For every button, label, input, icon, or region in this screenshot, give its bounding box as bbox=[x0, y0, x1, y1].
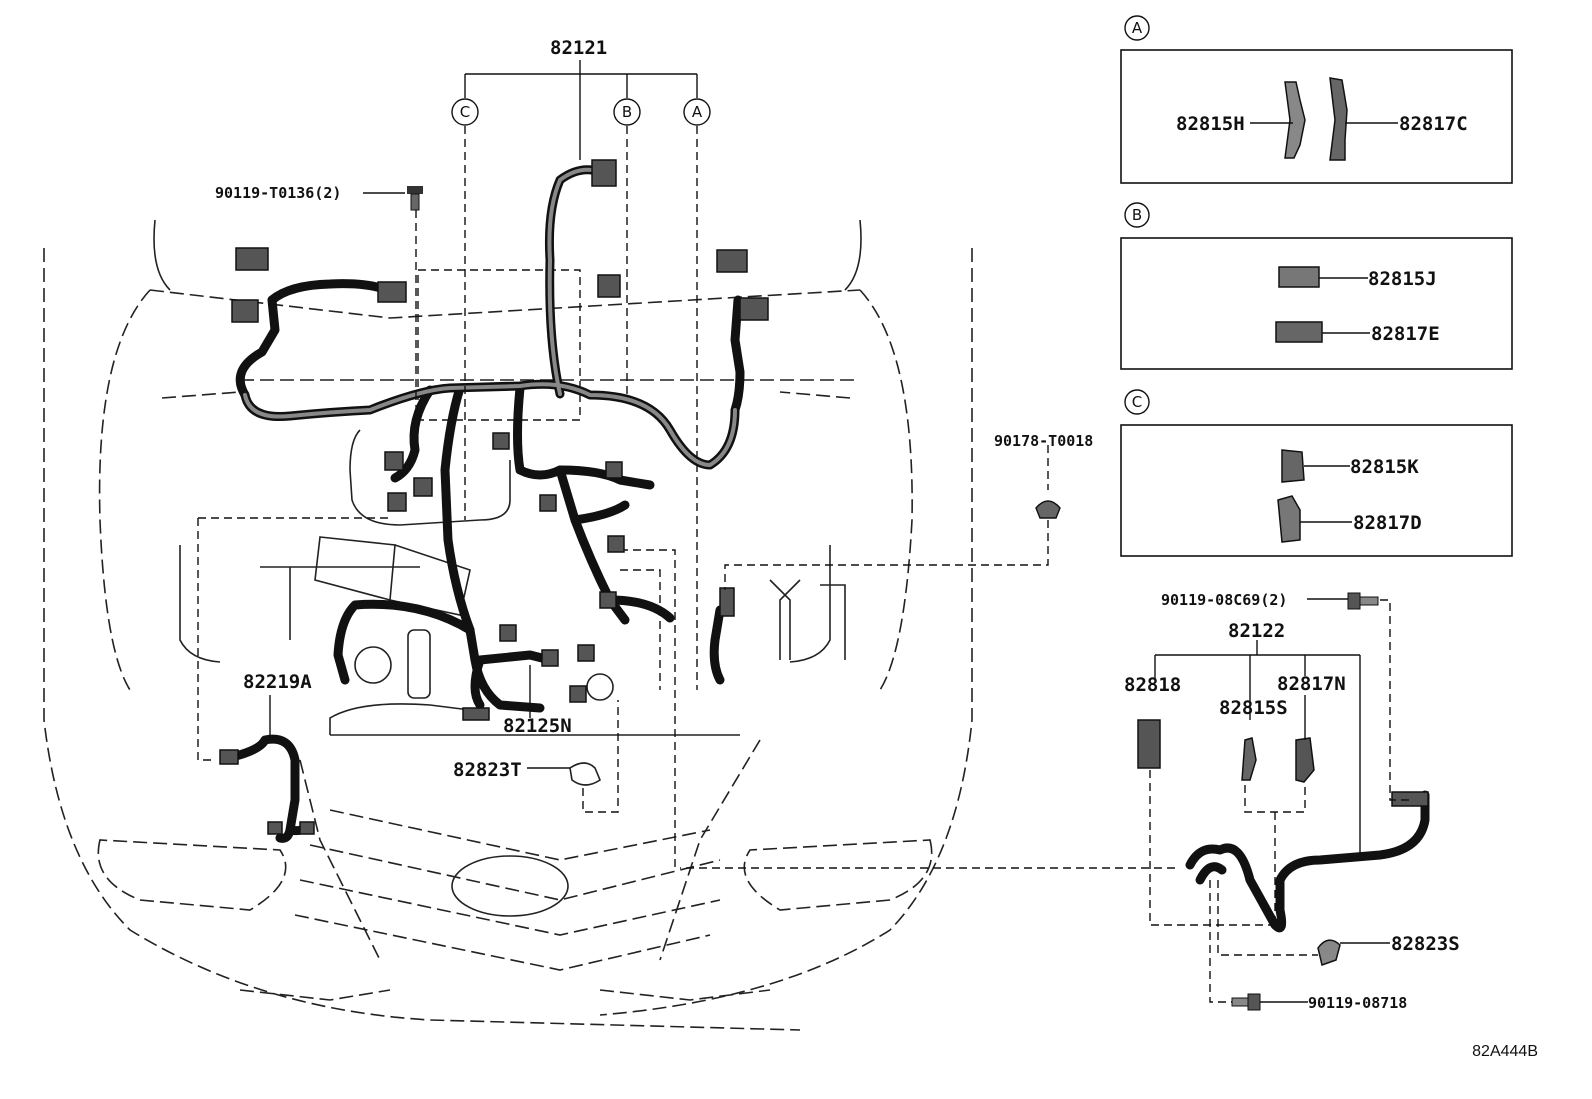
bolt-icon bbox=[407, 186, 423, 211]
svg-text:A: A bbox=[1132, 19, 1143, 37]
svg-text:B: B bbox=[622, 103, 632, 121]
label-82815j: 82815J bbox=[1368, 268, 1437, 290]
panel-b: B 82815J 82817E bbox=[1120, 202, 1513, 370]
svg-text:C: C bbox=[460, 103, 470, 121]
bolt-icon bbox=[1347, 592, 1379, 610]
engine-outline bbox=[197, 269, 676, 870]
label-clip: 90178-T0018 bbox=[994, 432, 1093, 450]
label-82818: 82818 bbox=[1124, 674, 1181, 696]
label-82815h: 82815H bbox=[1176, 113, 1245, 135]
bolt-icon bbox=[1231, 993, 1261, 1011]
label-bolt-top: 90119-T0136(2) bbox=[215, 184, 341, 202]
svg-text:B: B bbox=[1132, 206, 1142, 224]
label-front-harness: 82122 bbox=[1228, 620, 1285, 642]
label-bolt-right: 90119-08C69(2) bbox=[1161, 591, 1287, 609]
sensor-harness-82219a bbox=[219, 734, 315, 843]
label-82815s: 82815S bbox=[1219, 697, 1288, 719]
front-harness-82122 bbox=[680, 592, 1430, 1011]
svg-text:A: A bbox=[692, 103, 703, 121]
vehicle-body-outline bbox=[43, 219, 973, 1031]
label-cover-s: 82823S bbox=[1391, 933, 1460, 955]
label-82815k: 82815K bbox=[1350, 456, 1419, 478]
label-82817c: 82817C bbox=[1399, 113, 1468, 135]
label-bolt-bottom: 90119-08718 bbox=[1308, 994, 1407, 1012]
cover-82823t bbox=[569, 700, 619, 813]
callout-b-main: B bbox=[613, 98, 641, 126]
label-82817d: 82817D bbox=[1353, 512, 1422, 534]
label-cover-t: 82823T bbox=[453, 759, 522, 781]
panel-a: A 82815H 82817C bbox=[1120, 15, 1513, 184]
callout-a-main: A bbox=[683, 98, 711, 126]
diagram-code: 82A444B bbox=[1472, 1043, 1538, 1060]
callout-c-main: C bbox=[451, 98, 479, 126]
label-sub-harness: 82125N bbox=[503, 715, 572, 737]
main-engine-harness bbox=[231, 159, 769, 721]
svg-text:C: C bbox=[1132, 393, 1142, 411]
leaders-main bbox=[269, 60, 1049, 769]
label-main-harness: 82121 bbox=[550, 37, 607, 59]
label-82817n: 82817N bbox=[1277, 673, 1346, 695]
label-82817e: 82817E bbox=[1371, 323, 1440, 345]
clip-icon bbox=[1035, 500, 1061, 519]
panel-c: C 82815K 82817D bbox=[1120, 389, 1513, 557]
label-sensor-harness: 82219A bbox=[243, 671, 312, 693]
